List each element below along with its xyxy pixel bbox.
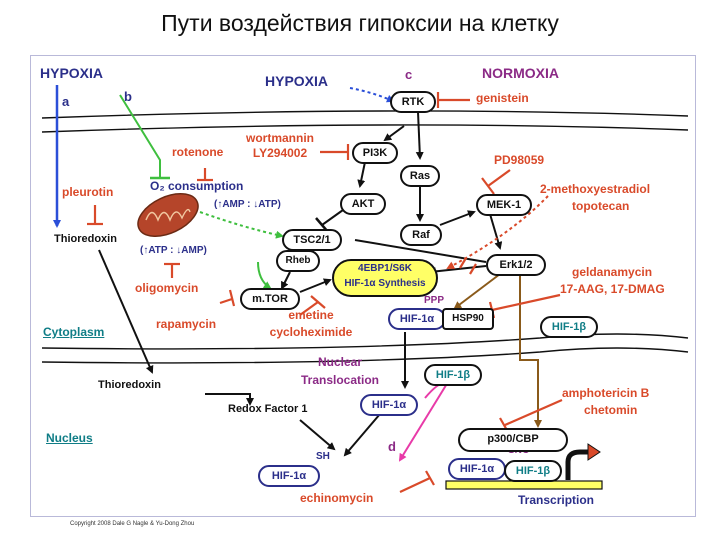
nuclear-membrane-outer: [41, 333, 689, 350]
echinomycin-label: echinomycin: [300, 491, 374, 505]
chetomin-label: chetomin: [584, 403, 638, 417]
mtor-node: m.TOR: [240, 288, 300, 310]
hif1b-nuc-node: HIF-1β: [424, 364, 482, 386]
transcription-arrow: [565, 449, 590, 480]
wortmannin-label: wortmannin: [246, 131, 314, 145]
hif1b-cyto-node: HIF-1β: [540, 316, 598, 338]
pd98059-label: PD98059: [494, 153, 545, 167]
pink-d-arrow: [398, 381, 449, 462]
ly294002-label: LY294002: [252, 146, 308, 160]
nucleus-label: Nucleus: [46, 431, 93, 445]
hif1a-cyto-node: HIF-1α: [388, 308, 446, 330]
page-title: Пути воздействия гипоксии на клетку: [161, 10, 559, 36]
thioredoxin-mid-label: Thioredoxin: [98, 379, 161, 391]
pleurotin-label: pleurotin: [62, 185, 114, 199]
genistein-label: genistein: [476, 91, 529, 105]
rheb-to-mtor-green: [257, 261, 272, 290]
redox-factor-label: Redox Factor 1: [228, 403, 308, 415]
thioredoxin-top-label: Thioredoxin: [54, 233, 117, 245]
nuclear-label: Nuclear: [317, 355, 363, 369]
mek1-node: MEK-1: [476, 194, 532, 216]
atp-amp-label: (↑ATP : ↓AMP): [140, 245, 207, 256]
hif-synthesis-node: 4EBP1/S6K HIF-1α Synthesis: [332, 259, 438, 297]
panel-letter-c: c: [405, 67, 413, 82]
akt-node: AKT: [340, 193, 386, 215]
o2-consumption-label: O₂ consumption: [150, 179, 244, 193]
amp-atp-label: (↑AMP : ↓ATP): [214, 199, 281, 210]
translocation-label: Translocation: [300, 373, 380, 387]
tsc21-node: TSC2/1: [282, 229, 342, 251]
erk12-node: Erk1/2: [486, 254, 546, 276]
transcription-label: Transcription: [518, 493, 595, 507]
ppp-label: PPP: [424, 295, 445, 306]
transcription-bar: [445, 480, 603, 490]
amphotericin-label: amphotericin B: [562, 386, 650, 400]
panel-letter-b: b: [124, 89, 132, 104]
hif1b-tx-node: HIF-1β: [504, 460, 562, 482]
aag-dmag-label: 17-AAG, 17-DMAG: [560, 282, 665, 296]
nuclear-membrane-inner: [41, 347, 689, 364]
mito-to-tsc-arrow: [199, 211, 284, 239]
hypoxia-left-label: HYPOXIA: [40, 65, 104, 81]
rheb-node: Rheb: [276, 250, 320, 272]
sh-label: SH: [316, 451, 330, 462]
methoxyestradiol-label: 2-methoxyestradiol: [540, 182, 651, 196]
hif1a-sh-node: HIF-1α: [258, 465, 320, 487]
oligomycin-label: oligomycin: [135, 281, 199, 295]
methoxyestradiol-dotted: [446, 195, 549, 269]
hypoxia-b-inhibit: [119, 94, 161, 178]
rtk-node: RTK: [390, 91, 436, 113]
cycloheximide-label: cycloheximide: [269, 325, 353, 339]
emetine-label: emetine: [288, 308, 334, 322]
ras-node: Ras: [400, 165, 440, 187]
plasma-membrane-outer: [41, 110, 689, 119]
copyright-text: Copyright 2008 Dale G Nagle & Yu-Dong Zh…: [70, 521, 195, 527]
hsp90-node: HSP90: [442, 308, 494, 330]
cytoplasm-label: Cytoplasm: [43, 325, 105, 339]
rapamycin-label: rapamycin: [156, 317, 217, 331]
hif1a-redox-node: HIF-1α: [360, 394, 418, 416]
panel-letter-d: d: [388, 439, 396, 454]
rotenone-label: rotenone: [172, 145, 224, 159]
erk-to-p300-arrow: [519, 272, 542, 428]
normoxia-label: NORMOXIA: [482, 65, 559, 81]
raf-node: Raf: [400, 224, 442, 246]
pi3k-node: PI3K: [352, 142, 398, 164]
hif1a-tx-node: HIF-1α: [448, 458, 506, 480]
hypoxia-center-label: HYPOXIA: [265, 73, 329, 89]
topotecan-label: topotecan: [572, 199, 630, 213]
panel-letter-a: a: [62, 94, 70, 109]
hypoxia-c-arrow: [349, 87, 395, 103]
synthesis-line1: 4EBP1/S6K: [358, 263, 412, 274]
geldanamycin-label: geldanamycin: [572, 265, 653, 279]
p300cbp-node: p300/CBP: [458, 428, 568, 452]
synthesis-line2: HIF-1α Synthesis: [344, 278, 426, 289]
